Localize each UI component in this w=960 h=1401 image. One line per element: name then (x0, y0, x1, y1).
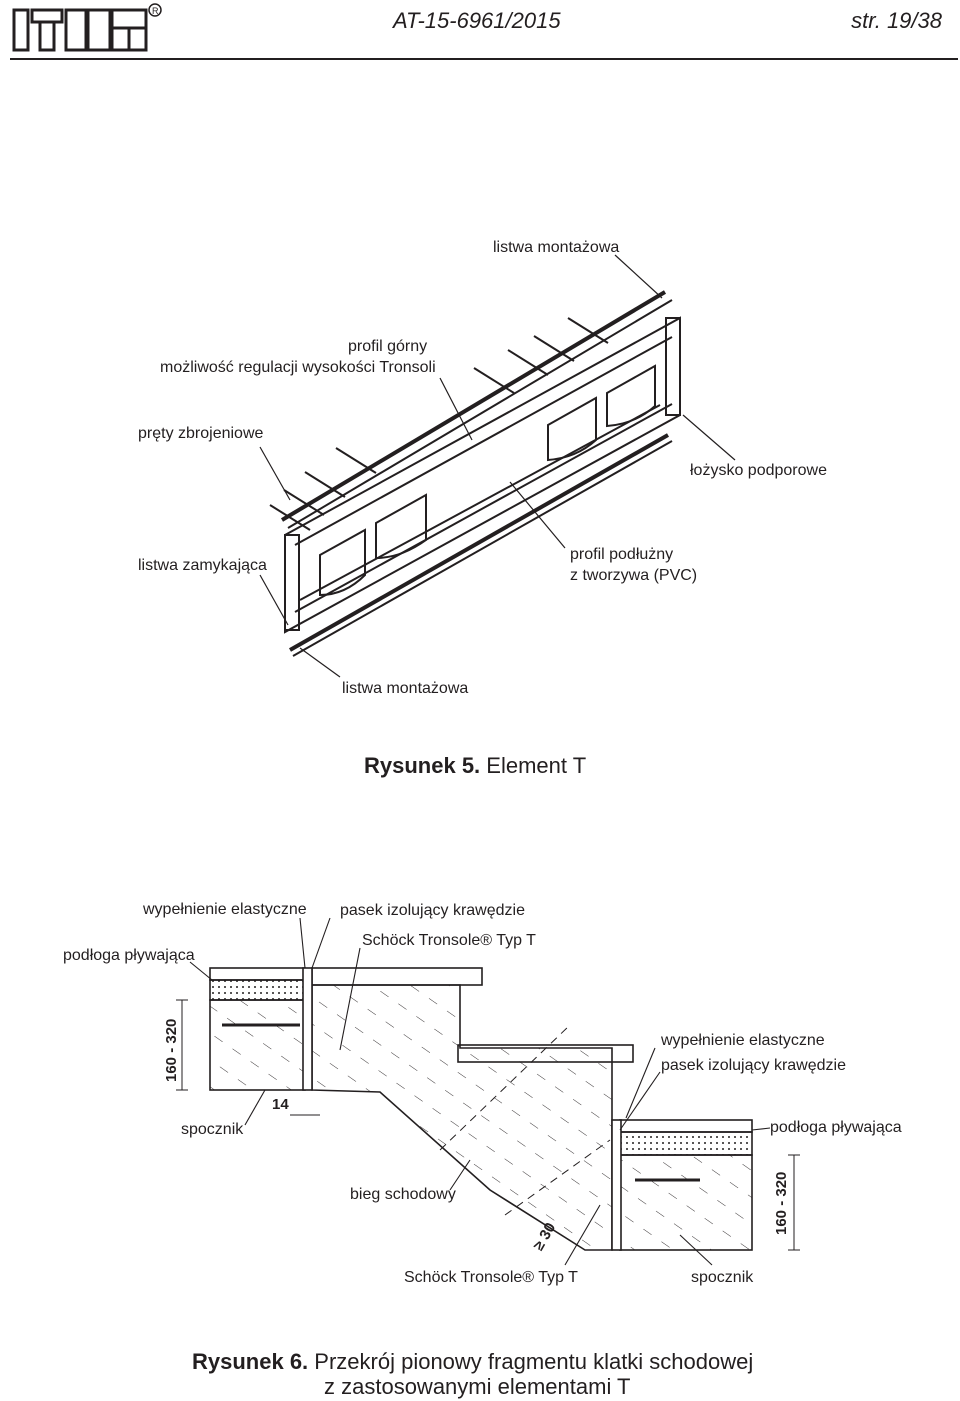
label-podloga-plywajaca-right: podłoga pływająca (770, 1119, 902, 1136)
label-pasek-izolujacy-right: pasek izolujący krawędzie (661, 1057, 846, 1074)
svg-text:R: R (152, 6, 159, 16)
label-regulacja: możliwość regulacji wysokości Tronsoli (160, 359, 436, 376)
label-podloga-plywajaca-left: podłoga pływająca (63, 947, 195, 964)
label-pasek-izolujacy-top: pasek izolujący krawędzie (340, 902, 525, 919)
dim-right-height: 160 - 320 (773, 1171, 790, 1235)
itb-logo: R (12, 2, 162, 59)
figure6-caption-number: Rysunek 6. (192, 1349, 309, 1374)
label-listwa-montazowa-top: listwa montażowa (493, 239, 620, 256)
label-listwa-zamykajaca: listwa zamykająca (138, 557, 267, 574)
label-tronsole-top: Schöck Tronsole® Typ T (362, 932, 536, 949)
dim-gap: 14 (272, 1096, 289, 1113)
label-spocznik-left: spocznik (181, 1121, 244, 1138)
label-profil-gorny: profil górny (348, 338, 428, 355)
figure6-caption-text1: Przekrój pionowy fragmentu klatki schodo… (308, 1349, 754, 1374)
figure6-caption-line1: Rysunek 6. Przekrój pionowy fragmentu kl… (192, 1349, 753, 1375)
dim-left-height: 160 - 320 (163, 1018, 180, 1082)
document-number: AT-15-6961/2015 (393, 8, 561, 33)
label-wypelnienie-elastyczne-top: wypełnienie elastyczne (143, 901, 307, 918)
label-prety-zbrojeniowe: pręty zbrojeniowe (138, 425, 264, 442)
label-spocznik-right: spocznik (691, 1269, 754, 1286)
label-lozysko-podporowe: łożysko podporowe (690, 462, 827, 479)
figure6-caption-line2: z zastosowanymi elementami T (324, 1374, 631, 1399)
label-listwa-montazowa-bottom: listwa montażowa (342, 680, 469, 697)
label-tronsole-bottom: Schöck Tronsole® Typ T (404, 1269, 578, 1286)
label-profil-podluzny: profil podłużny (570, 546, 674, 563)
label-bieg-schodowy: bieg schodowy (350, 1186, 456, 1203)
page-number: str. 19/38 (851, 8, 942, 33)
header-rule (10, 58, 958, 60)
figure5-caption-number: Rysunek 5. (364, 753, 481, 778)
label-z-tworzywa: z tworzywa (PVC) (570, 567, 698, 584)
figure5-caption-text: Element T (480, 753, 587, 778)
figure5-caption: Rysunek 5. Element T (364, 753, 586, 779)
label-wypelnienie-elastyczne-right: wypełnienie elastyczne (661, 1032, 825, 1049)
